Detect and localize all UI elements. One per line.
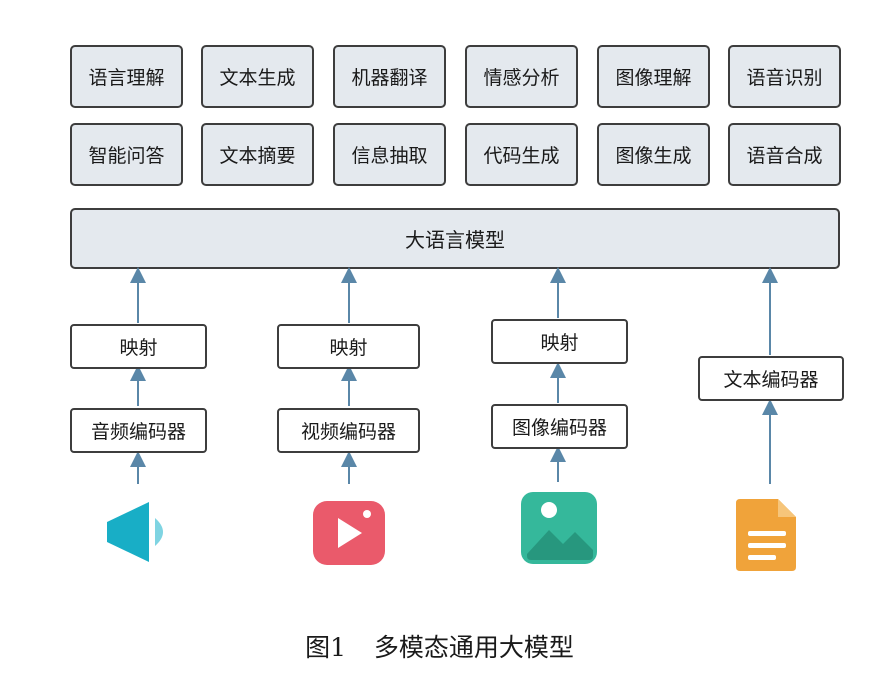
task-language-understanding: 语言理解 (70, 45, 183, 108)
document-icon (736, 499, 796, 571)
video-encoder-box: 视频编码器 (277, 408, 420, 453)
figure-number: 图1 (305, 633, 346, 662)
task-speech-synthesis: 语音合成 (728, 123, 841, 186)
task-image-generation: 图像生成 (597, 123, 710, 186)
text-encoder-box: 文本编码器 (698, 356, 844, 401)
figure-caption: 图1 多模态通用大模型 (0, 628, 879, 664)
figure-title: 多模态通用大模型 (373, 633, 574, 662)
task-image-understanding: 图像理解 (597, 45, 710, 108)
audio-projection-box: 映射 (70, 324, 207, 369)
image-encoder-box: 图像编码器 (491, 404, 628, 449)
image-projection-box: 映射 (491, 319, 628, 364)
image-icon (521, 492, 597, 564)
large-language-model-box: 大语言模型 (70, 208, 840, 269)
task-text-summarization: 文本摘要 (201, 123, 314, 186)
task-text-generation: 文本生成 (201, 45, 314, 108)
task-code-generation: 代码生成 (465, 123, 578, 186)
task-machine-translation: 机器翻译 (333, 45, 446, 108)
video-play-icon (313, 501, 385, 565)
video-projection-box: 映射 (277, 324, 420, 369)
task-sentiment-analysis: 情感分析 (465, 45, 578, 108)
audio-icon (107, 502, 163, 562)
task-information-extraction: 信息抽取 (333, 123, 446, 186)
task-speech-recognition: 语音识别 (728, 45, 841, 108)
task-question-answering: 智能问答 (70, 123, 183, 186)
audio-encoder-box: 音频编码器 (70, 408, 207, 453)
